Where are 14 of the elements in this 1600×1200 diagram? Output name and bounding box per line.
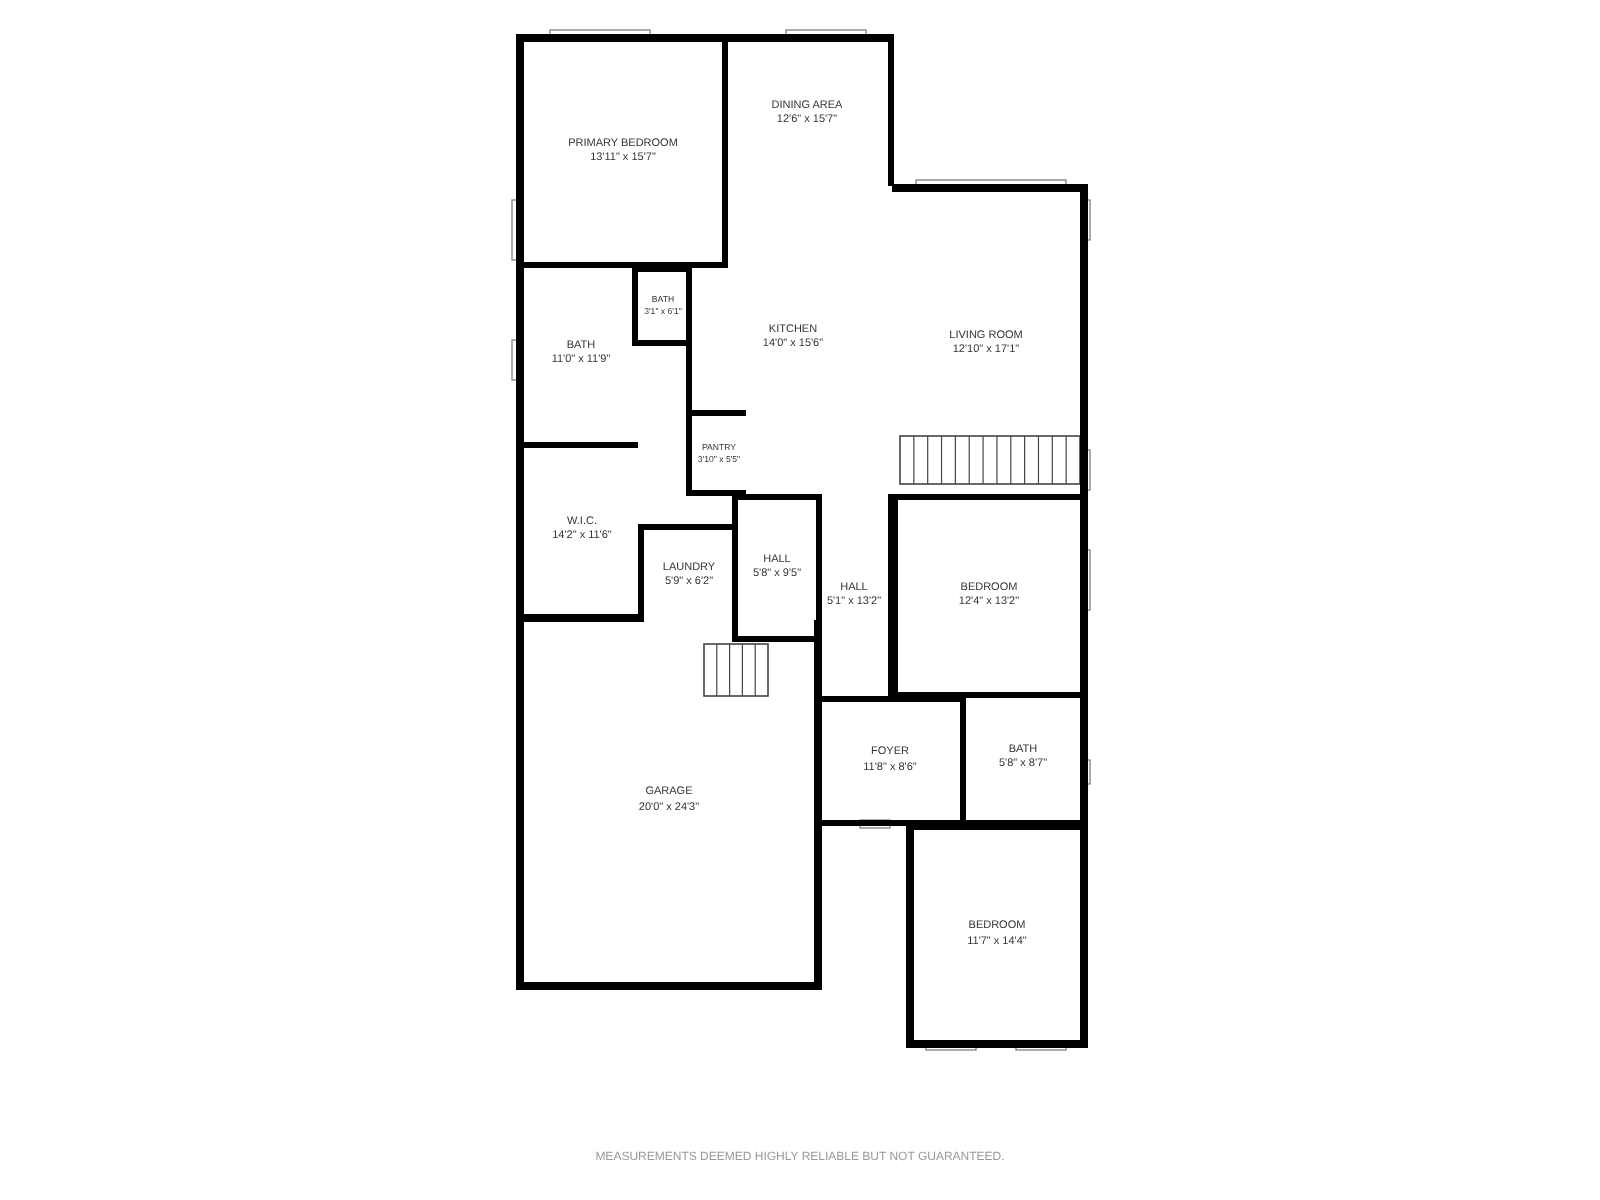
- room-outline: [820, 696, 960, 826]
- room-outline: [632, 266, 688, 346]
- room-outline: [892, 494, 1088, 698]
- room-outline: [516, 446, 640, 622]
- room-outline: [726, 34, 894, 186]
- room-outline: [686, 410, 746, 496]
- room-outline: [906, 824, 1088, 1048]
- room-outline: [516, 34, 728, 268]
- room-outline: [732, 494, 822, 642]
- room-outline: [960, 696, 1088, 826]
- room-outline: [892, 184, 1088, 496]
- room-outline: [516, 620, 822, 990]
- room-outline: [516, 266, 638, 448]
- room-outline: [638, 524, 734, 622]
